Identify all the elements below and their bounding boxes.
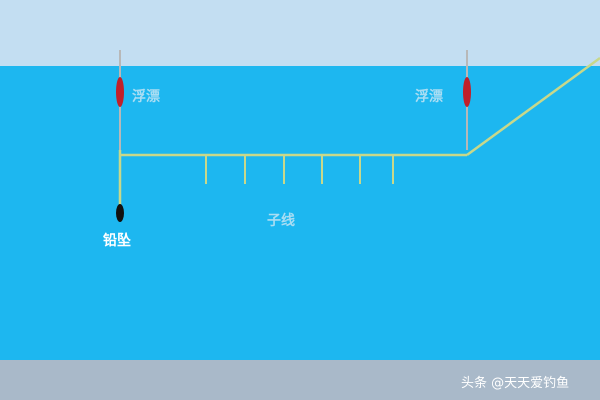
left-float-label: 浮漂 <box>132 89 160 105</box>
sinker <box>116 204 124 222</box>
watermark: 头条 @天天爱钓鱼 <box>461 376 570 391</box>
water-area <box>0 66 600 360</box>
left-float-body <box>116 77 124 107</box>
sky-band <box>0 0 600 66</box>
right-float-label: 浮漂 <box>415 89 443 105</box>
branch-line-label: 子线 <box>267 213 295 229</box>
sinker-label: 铅坠 <box>103 233 131 249</box>
bottom-band <box>0 360 600 400</box>
rod-line <box>466 56 600 157</box>
right-float-body <box>463 77 471 107</box>
